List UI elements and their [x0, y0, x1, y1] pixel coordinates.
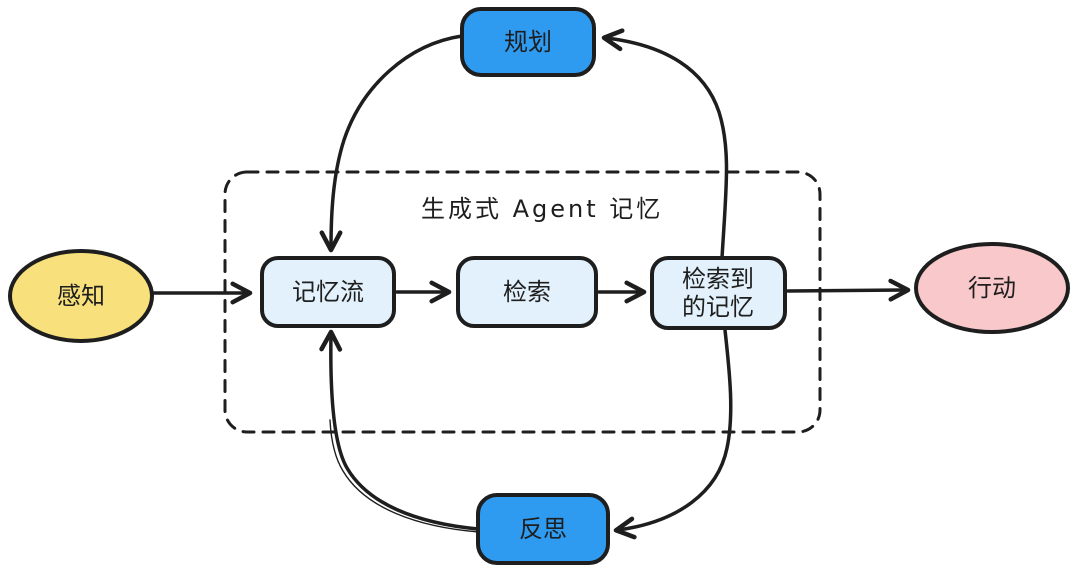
node-perception[interactable]: 感知	[8, 249, 154, 343]
perception-label: 感知	[57, 282, 105, 310]
retrieved-memory-label-line2: 的记忆	[682, 293, 754, 321]
node-planning[interactable]: 规划	[460, 7, 596, 77]
perception-shape	[8, 249, 154, 343]
retrieval-label: 检索	[503, 278, 551, 306]
reflection-label: 反思	[519, 515, 567, 543]
node-retrieval[interactable]: 检索	[456, 256, 598, 328]
node-reflection[interactable]: 反思	[476, 493, 610, 565]
arrow-planning-to-memory-stream	[319, 34, 464, 253]
retrieval-shape	[456, 256, 598, 328]
arrow-retrieved-memory-to-planning	[601, 28, 729, 260]
memory-stream-label: 记忆流	[292, 278, 364, 306]
reflection-shape	[476, 493, 610, 565]
planning-label: 规划	[504, 28, 552, 56]
arrow-reflection-to-memory-stream	[319, 329, 480, 531]
arrow-retrieved-memory-to-action	[786, 278, 911, 302]
node-memory-stream[interactable]: 记忆流	[260, 256, 396, 328]
memory-container-title: 生成式 Agent 记忆	[421, 195, 663, 223]
arrow-retrieved-memory-to-reflection	[613, 328, 733, 540]
memory-stream-shape	[260, 256, 396, 328]
memory-container-box	[223, 170, 822, 434]
retrieved-memory-label-line1: 检索到	[682, 265, 754, 293]
planning-shape	[460, 7, 596, 77]
action-shape	[914, 242, 1070, 334]
arrow-reflection-sketch-stroke	[329, 419, 480, 533]
node-action[interactable]: 行动	[914, 242, 1070, 334]
node-retrieved-memory[interactable]: 检索到 的记忆	[650, 256, 787, 330]
action-label: 行动	[968, 274, 1016, 302]
retrieved-memory-shape	[650, 256, 787, 330]
